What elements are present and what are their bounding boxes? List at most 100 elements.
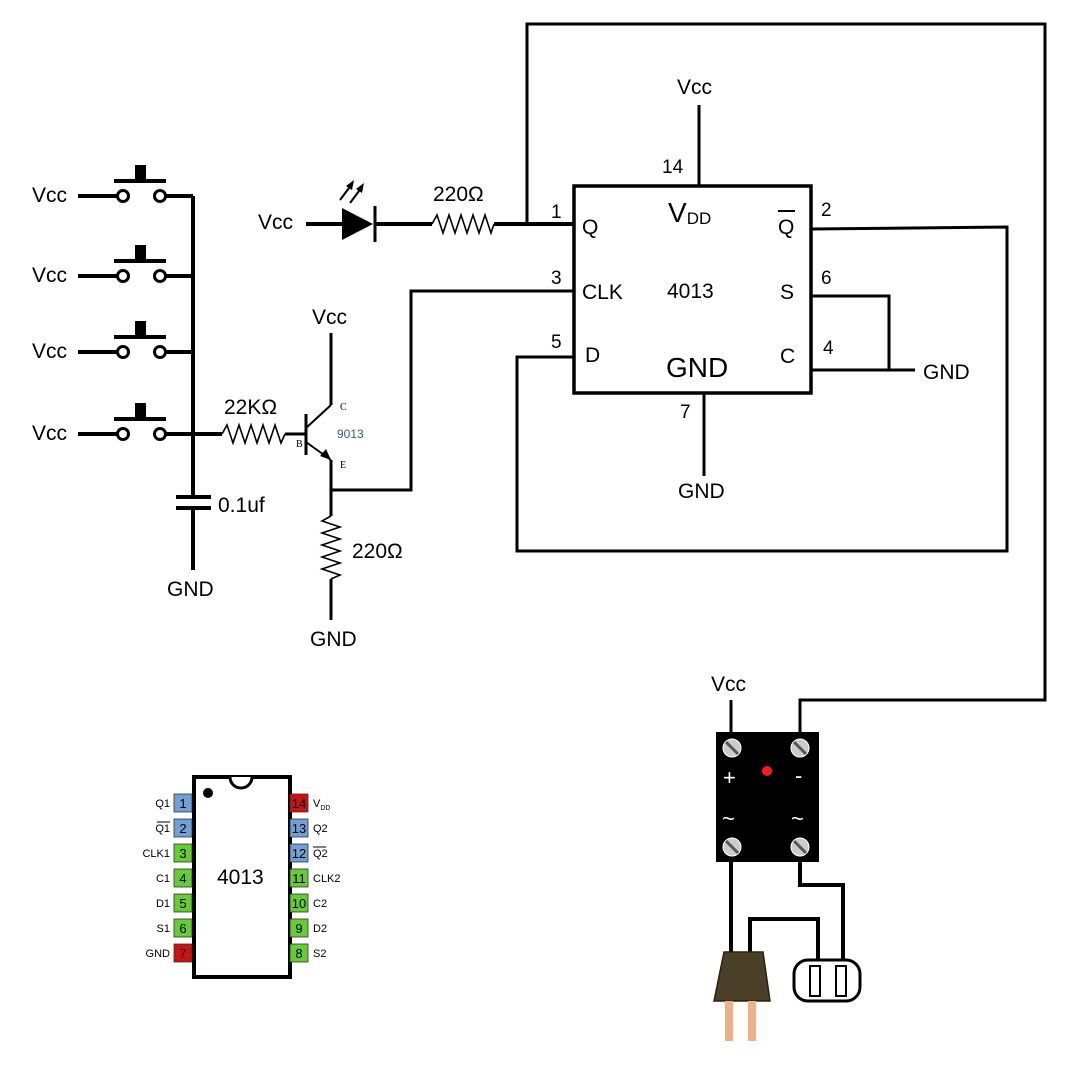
- pin-number: 13: [292, 821, 306, 836]
- pin-number: 1: [551, 202, 562, 223]
- pinout-pin-7: 7 GND: [146, 943, 193, 963]
- pin-number: 6: [179, 921, 186, 936]
- emitter-label: E: [340, 460, 346, 471]
- pin-label: Q2: [313, 848, 328, 860]
- qbar-to-d-feedback-wire: [515, 225, 1009, 553]
- capacitor: 0.1uf GND: [167, 494, 265, 601]
- pin1-marker-dot: [203, 788, 213, 798]
- pin-number: 3: [179, 846, 186, 861]
- relay-module: Vcc + - ~ ~: [711, 673, 819, 862]
- clk-wire: [331, 289, 574, 492]
- pin-number: 14: [662, 157, 684, 178]
- pinout-pin-1: 1 Q1: [155, 793, 193, 813]
- pin-number: 2: [821, 200, 832, 221]
- pin-box: [289, 918, 309, 938]
- pin-number: 1: [179, 796, 186, 811]
- pin-number: 8: [295, 946, 302, 961]
- screw-terminal-icon: [790, 837, 810, 857]
- gnd-label: GND: [310, 628, 357, 651]
- base-label: B: [296, 439, 303, 450]
- pin-label: GND: [146, 948, 171, 960]
- vdd-label: VDD: [668, 197, 711, 228]
- pin-q-label: Q: [582, 216, 598, 239]
- vcc-label: Vcc: [312, 306, 347, 329]
- vcc-label: Vcc: [711, 673, 746, 696]
- pin-d-label: D: [585, 344, 600, 367]
- pin-box: [289, 818, 309, 838]
- pin-box: [289, 868, 309, 888]
- pin-c-label: C: [780, 345, 795, 368]
- pin-label: C2: [313, 898, 327, 910]
- pinout-part: 4013: [217, 866, 264, 889]
- push-button-1: Vcc: [32, 165, 193, 207]
- pin-label: CLK2: [313, 873, 341, 885]
- pin-number: 14: [292, 796, 306, 811]
- pin-number: 12: [292, 846, 306, 861]
- push-button-bank: Vcc Vcc Vcc: [32, 165, 222, 497]
- pin-number: 5: [551, 332, 562, 353]
- vcc-label: Vcc: [258, 211, 293, 234]
- pin-box: [289, 943, 309, 963]
- push-button-4: Vcc: [32, 403, 193, 445]
- pin-label: D1: [156, 898, 170, 910]
- pin-box: [173, 893, 193, 913]
- screw-terminal-icon: [722, 837, 742, 857]
- ac-plug-icon: [713, 951, 771, 1041]
- indicator-led-icon: [762, 766, 772, 776]
- pinout-pin-6: 6S1: [157, 918, 193, 938]
- pin-number: 7: [179, 946, 186, 961]
- pin-number: 3: [551, 268, 562, 289]
- pin-box: [289, 793, 309, 813]
- pin-label: Q1: [155, 798, 170, 810]
- relay-ac1-label: ~: [722, 806, 735, 831]
- emitter-resistor: 220Ω GND: [310, 490, 403, 651]
- pin-number: 4: [823, 338, 834, 359]
- led-resistor-value: 220Ω: [433, 183, 484, 206]
- vcc-label: Vcc: [32, 422, 67, 445]
- gnd-label: GND: [678, 480, 725, 503]
- pin-box: [173, 943, 193, 963]
- pinout-pin-3: 3 CLK1: [142, 843, 193, 863]
- collector-label: C: [340, 402, 347, 413]
- pinout-pin-12: 12 Q2: [289, 843, 328, 863]
- pin-label: CLK1: [142, 848, 170, 860]
- pin-box: [289, 843, 309, 863]
- ac-socket-icon: [792, 958, 862, 1003]
- pin-clk-label: CLK: [582, 281, 623, 304]
- pinout-pin-10: 10 C2: [289, 893, 327, 913]
- pin-label: C1: [156, 873, 170, 885]
- chip-gnd-label: GND: [666, 352, 728, 383]
- pin-number: 10: [292, 896, 306, 911]
- relay-ac2-label: ~: [791, 806, 804, 831]
- pin-box: [173, 843, 193, 863]
- vcc-label: Vcc: [32, 264, 67, 287]
- capacitor-value: 0.1uf: [218, 494, 265, 517]
- pinout-pin-5: 5 D1: [156, 893, 193, 913]
- pin-box: [173, 918, 193, 938]
- pinout-pin-4: 4C1: [156, 868, 193, 888]
- pin-s-label: S: [780, 281, 794, 304]
- vcc-label: Vcc: [32, 184, 67, 207]
- q-to-relay-wire: [525, 22, 1047, 738]
- pin-box: [173, 793, 193, 813]
- transistor-part: 9013: [337, 427, 364, 441]
- pin-number: 6: [821, 268, 832, 289]
- vcc-label: Vcc: [32, 340, 67, 363]
- led-resistor: 220Ω: [431, 183, 574, 236]
- pin-number: 2: [179, 821, 186, 836]
- pin-box: [289, 893, 309, 913]
- emitter-resistor-value: 220Ω: [352, 540, 403, 563]
- pinout-pin-2: 2Q1: [155, 818, 193, 838]
- relay-minus-label: -: [795, 763, 802, 788]
- pin-number: 5: [179, 896, 186, 911]
- screw-terminal-icon: [722, 738, 742, 758]
- chip-part: 4013: [667, 280, 714, 303]
- pin-label: D2: [313, 923, 327, 935]
- base-resistor-value: 22KΩ: [224, 396, 277, 419]
